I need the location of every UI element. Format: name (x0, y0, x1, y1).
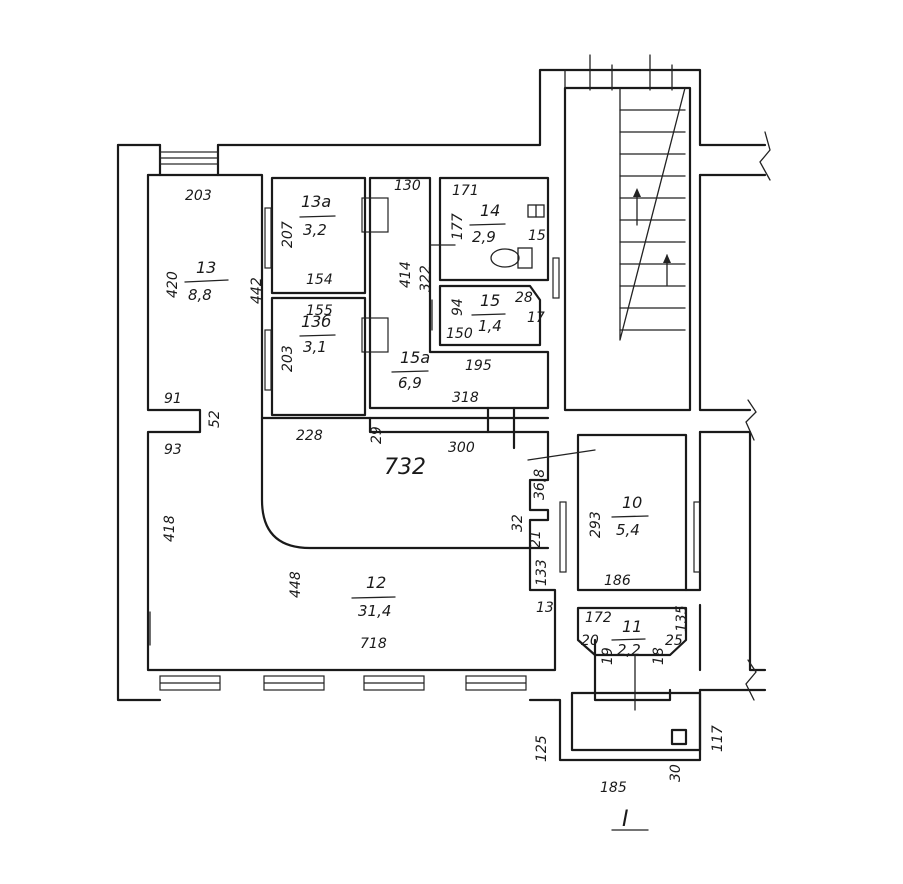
dimension-label: 154 (306, 272, 333, 288)
dimension-label: 155 (306, 303, 333, 319)
dimension-label: 15 (528, 228, 546, 244)
dimension-label: 185 (600, 780, 627, 796)
dimension-label: 318 (452, 390, 479, 406)
dimension-label: 32 (510, 514, 526, 532)
dimension-label: 25 (665, 633, 683, 649)
room-number: 10 (622, 493, 642, 512)
room-area: 8,8 (188, 286, 212, 304)
room-number: 11 (622, 617, 642, 636)
room-area: 2,2 (617, 641, 641, 659)
dimension-label: 732 (384, 455, 426, 480)
dimension-label: 130 (394, 178, 421, 194)
room-number: 15 (480, 291, 500, 310)
dimension-label: 94 (450, 298, 466, 316)
outer-walls (116, 68, 771, 762)
dimension-label: 172 (585, 610, 612, 626)
room-number: 13б (301, 312, 331, 331)
room-area: 5,4 (616, 521, 640, 539)
stair-treads (619, 109, 686, 331)
dimension-label: 117 (710, 725, 726, 752)
dimension-label: 17 (527, 310, 545, 326)
dimension-label: 293 (588, 511, 604, 538)
dimension-label: 195 (465, 358, 492, 374)
dimension-label: 93 (164, 442, 182, 458)
dimension-label: 300 (448, 440, 475, 456)
dimension-label: 718 (360, 636, 387, 652)
dimension-label: 13 (536, 600, 554, 616)
room-area: 31,4 (358, 602, 391, 620)
room-area: 3,1 (303, 338, 327, 356)
dimension-label: 20 (581, 633, 599, 649)
dimension-label: 133 (534, 559, 550, 586)
dimension-label: 52 (207, 410, 223, 428)
toilet-icon (490, 247, 533, 269)
sink-icon (527, 204, 545, 218)
room-number: 14 (480, 201, 500, 220)
dimension-label: 186 (604, 573, 631, 589)
dimension-label: 418 (162, 515, 178, 542)
room-number: 13 (196, 258, 216, 277)
dimension-label: 28 (515, 290, 533, 306)
dimension-label: 203 (185, 188, 212, 204)
doors (361, 197, 636, 711)
dimension-label: 171 (452, 183, 479, 199)
dimension-label: 18 (651, 647, 667, 665)
dimension-label: 135 (674, 605, 690, 632)
dimension-label: 36,8 (532, 469, 548, 500)
staircase (564, 54, 686, 341)
section-mark-label: I (622, 807, 629, 832)
dimension-label: 228 (296, 428, 323, 444)
dimension-label: 29 (369, 426, 385, 444)
room-number: 15а (400, 348, 430, 367)
section-mark: I (611, 807, 649, 832)
room-area: 1,4 (478, 317, 502, 335)
room-labels: 13 8,8 13а 3,2 13б 3,1 14 2,9 15 1,4 15а… (184, 192, 649, 659)
stair-up-arrow-icon (663, 254, 671, 286)
stair-up-arrow-icon (633, 188, 641, 226)
dimension-label: 203 (280, 345, 296, 372)
dimension-label: 448 (288, 571, 304, 598)
dimension-label: 442 (249, 277, 265, 304)
dimension-label: 30 (668, 764, 684, 782)
dimension-label: 125 (534, 735, 550, 762)
room-area: 2,9 (472, 228, 496, 246)
interior-walls (260, 176, 702, 752)
dimension-label: 414 (398, 261, 414, 288)
dimension-label: 91 (164, 391, 182, 407)
dimension-label: 19 (600, 647, 616, 665)
windows (149, 151, 701, 691)
room-number: 12 (366, 573, 386, 592)
dimension-label: 420 (165, 271, 181, 298)
room-number: 13а (301, 192, 331, 211)
room-area: 6,9 (398, 374, 422, 392)
dimension-label: 177 (450, 213, 466, 240)
dimension-label: 21 (528, 530, 544, 548)
dimension-labels: 203 420 442 91 52 93 418 207 154 155 203… (162, 178, 726, 796)
dimension-label: 150 (446, 326, 473, 342)
dimension-label: 322 (418, 265, 434, 292)
dimension-label: 207 (280, 221, 296, 248)
room-area: 3,2 (303, 221, 327, 239)
